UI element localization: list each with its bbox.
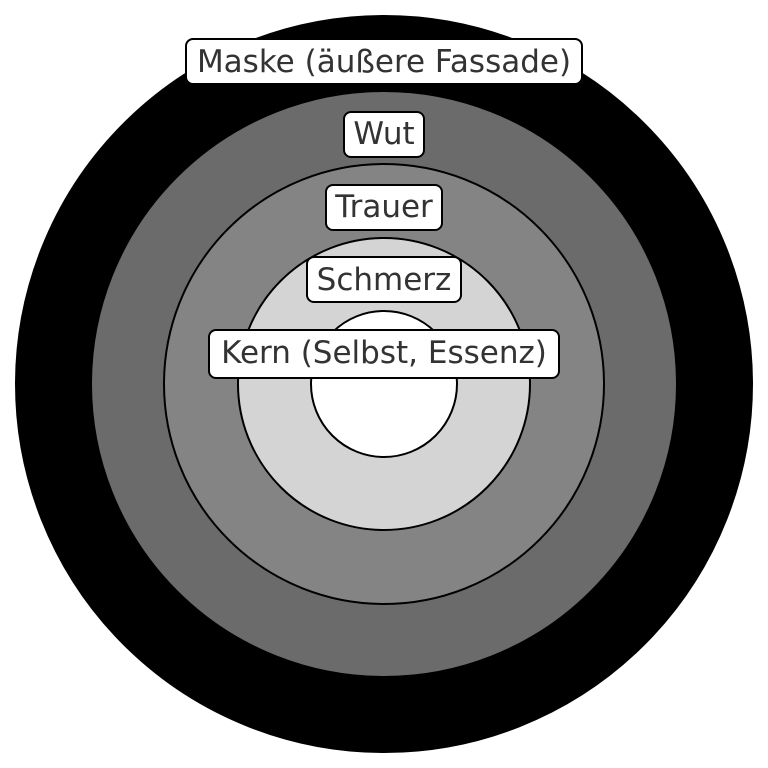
label-schmerz-text: Schmerz	[317, 262, 452, 298]
label-wut-text: Wut	[353, 116, 414, 152]
label-kern-box	[208, 329, 560, 379]
label-trauer-text: Trauer	[334, 189, 433, 225]
label-trauer: Trauer	[325, 184, 443, 231]
label-schmerz: Schmerz	[306, 256, 462, 303]
label-kern: Kern (Selbst, Essenz)	[208, 329, 560, 379]
label-wut: Wut	[343, 111, 425, 158]
label-wut-box	[343, 111, 425, 158]
label-maske-text: Maske (äußere Fassade)	[197, 44, 571, 80]
label-trauer-box	[325, 184, 443, 231]
label-schmerz-box	[306, 256, 462, 303]
label-maske: Maske (äußere Fassade)	[185, 38, 583, 85]
label-maske-box	[185, 38, 583, 85]
label-kern-text: Kern (Selbst, Essenz)	[221, 335, 547, 371]
